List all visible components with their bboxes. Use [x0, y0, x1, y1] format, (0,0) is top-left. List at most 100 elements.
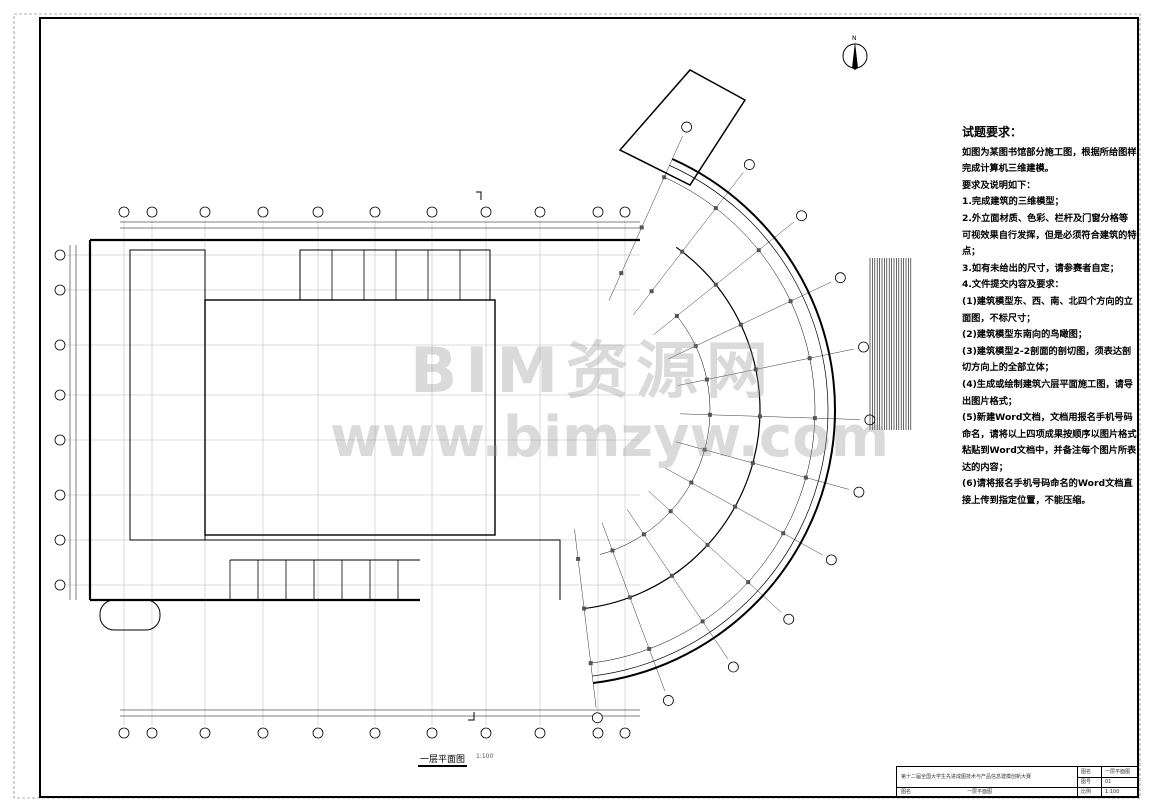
requirements-panel: 试题要求： 如图为某图书馆部分施工图，根据所给图样完成计算机三维建模。 要求及说… [962, 124, 1137, 510]
grid-bubble [834, 272, 846, 284]
column [610, 548, 615, 553]
column [746, 580, 751, 585]
curved-exterior-wall [593, 158, 836, 684]
grid-bubble [426, 206, 438, 218]
column [707, 412, 712, 417]
grid-bubble [54, 434, 66, 446]
grid-bubble [592, 206, 604, 218]
grid-bubble [54, 579, 66, 591]
grid-bubble [534, 727, 546, 739]
grid-bubble [199, 206, 211, 218]
requirement-line: 4.文件提交内容及要求： [962, 279, 1064, 291]
column [639, 225, 644, 230]
column [756, 248, 761, 253]
column [788, 299, 793, 304]
requirements-heading: 试题要求： [962, 125, 1023, 139]
column [702, 447, 707, 452]
inner-frame [39, 17, 1139, 798]
watermark-line2: www.bimzyw.com [330, 405, 890, 470]
grid-bubble [681, 121, 693, 133]
drawing-scale: 1:100 [476, 753, 494, 760]
curved-inner-wall [584, 246, 761, 610]
column [647, 646, 652, 651]
grid-bubble [199, 727, 211, 739]
requirement-line: 2.外立面材质、色彩、栏杆及门窗分格等可视效果自行发挥，但是必须符合建筑的特点； [962, 212, 1137, 258]
requirement-line: (4)生成或绘制建筑六层平面施工图，请导出图片格式； [962, 378, 1133, 407]
tb-value: 一层平面图 [1105, 769, 1131, 775]
north-wing [618, 69, 747, 186]
grid-bubble [312, 727, 324, 739]
column [649, 289, 654, 294]
grid-bubble [54, 249, 66, 261]
column [757, 414, 762, 419]
tb-label: 图号 [1081, 779, 1092, 785]
column [576, 556, 581, 561]
requirement-line: 要求及说明如下： [962, 179, 1036, 191]
column [713, 206, 718, 211]
drawing-name-label: 图名 [901, 789, 912, 795]
tb-value: 1:100 [1105, 789, 1120, 795]
grid-bubble [619, 206, 631, 218]
section-mark [468, 191, 482, 721]
requirement-line: (2)建筑模型东南向的鸟瞰图； [962, 329, 1088, 341]
radial-gridline [574, 529, 597, 708]
grid-bubble [54, 284, 66, 296]
grid-bubble [480, 206, 492, 218]
grid-bubble [783, 613, 795, 625]
grid-bubble [480, 727, 492, 739]
column [641, 532, 646, 537]
grid-bubble [858, 341, 869, 353]
tb-label: 比例 [1081, 789, 1092, 795]
requirement-line: (1)建筑模型东、西、南、北四个方向的立面图，不标尺寸； [962, 295, 1133, 324]
grid-bubble [118, 206, 130, 218]
radial-gridline [648, 490, 782, 613]
column [668, 509, 673, 514]
grid-bubble [118, 727, 130, 739]
grid-bubble [727, 661, 739, 673]
requirement-line: 1.完成建筑的三维模型； [962, 196, 1064, 208]
title-block: 第十二届全国大学生先进成图技术与产品信息建模创新大赛 图名 一层平面图 图名 一… [896, 766, 1138, 798]
grid-bubble [853, 486, 865, 498]
radial-gridline [608, 136, 683, 301]
north-label: N [852, 35, 857, 42]
requirement-line: (6)请将报名手机号码命名的Word文档直接上传到指定位置，不能压缩。 [962, 478, 1133, 507]
column [753, 367, 758, 372]
column [674, 313, 679, 318]
grid-bubble [369, 727, 381, 739]
grid-bubble [426, 727, 438, 739]
column [750, 460, 755, 465]
curved-gridline [600, 313, 711, 555]
column [689, 480, 694, 485]
tb-value: 01 [1105, 779, 1112, 785]
radial-gridline [664, 467, 823, 556]
column [738, 322, 743, 327]
watermark-line1: BIM资源网 [410, 334, 777, 407]
grid-bubble [146, 206, 158, 218]
column [812, 416, 817, 421]
radial-gridline [633, 172, 744, 316]
column [669, 573, 674, 578]
column [582, 606, 587, 611]
requirement-line: (3)建筑模型2-2剖面的剖切图，须表达剖切方向上的全部立体； [962, 345, 1132, 374]
grid-bubble [312, 206, 324, 218]
grid-bubble [54, 489, 66, 501]
grid-bubble [257, 727, 269, 739]
column [803, 475, 808, 480]
column [705, 542, 710, 547]
grid-bubble [796, 210, 807, 222]
curved-wall [592, 165, 829, 677]
grid-bubble [534, 206, 546, 218]
entrance-canopy [99, 599, 161, 631]
column [588, 661, 593, 666]
column [662, 175, 667, 180]
grid-bubble [592, 727, 604, 739]
radial-gridline [653, 221, 794, 335]
column [693, 343, 698, 348]
grid-bubble [369, 206, 381, 218]
column [713, 282, 718, 287]
requirement-line: 如图为某图书馆部分施工图，根据所给图样完成计算机三维建模。 [962, 146, 1137, 175]
requirement-line: (5)新建Word文档，文档用报名手机号码命名，请将以上四项成果按顺序以图片格式… [962, 412, 1137, 473]
grid-bubble [146, 727, 158, 739]
grid-bubble [54, 389, 66, 401]
column [627, 595, 632, 600]
